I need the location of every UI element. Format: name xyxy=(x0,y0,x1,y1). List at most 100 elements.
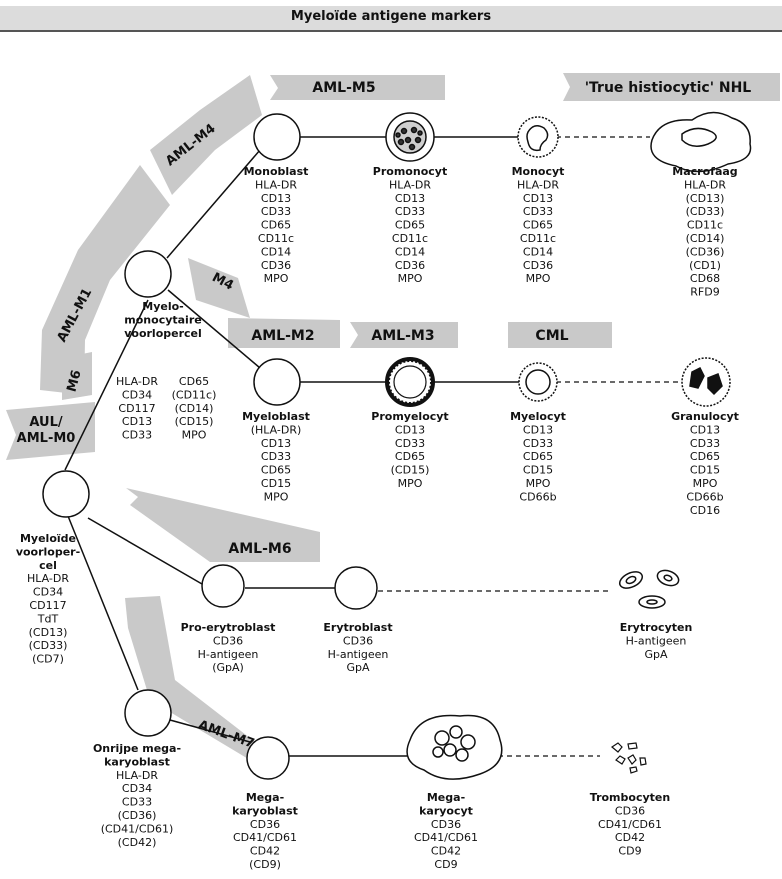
myeloide-name: voorloper- xyxy=(16,545,80,558)
monoblast-marker: MPO xyxy=(264,272,289,285)
myeloblast-marker: MPO xyxy=(264,490,289,503)
myelocyt-marker: MPO xyxy=(526,477,551,490)
myeloblast-marker: CD15 xyxy=(261,477,291,490)
megakaryocyt-cell xyxy=(406,714,503,780)
myeloide-marker: HLA-DR xyxy=(27,572,69,585)
band-aml-m2 xyxy=(228,318,340,348)
myeloblast-name: Myeloblast xyxy=(242,410,310,423)
megakaryocyt-marker: CD9 xyxy=(434,858,457,871)
maturation-dashed-lines xyxy=(378,136,680,757)
erytrocyten-marker: H-antigeen xyxy=(626,634,687,647)
myelomono-name: voorlopercel xyxy=(124,327,202,340)
promyelocyt-marker: CD33 xyxy=(395,437,425,450)
band-label-true-histiocytic: 'True histiocytic' NHL xyxy=(585,80,752,96)
band-aml-m3 xyxy=(350,322,458,348)
monoblast-cell xyxy=(253,113,301,161)
macrofaag-marker: (CD36) xyxy=(686,245,725,258)
monocyt-marker: MPO xyxy=(526,272,551,285)
myelomono-marker: CD117 xyxy=(118,402,155,415)
granulocyt-marker: CD33 xyxy=(690,437,720,450)
myelocyt-marker: CD33 xyxy=(523,437,553,450)
myelocyt-name: Myelocyt xyxy=(510,410,566,423)
onrijpe-marker: CD34 xyxy=(122,782,152,795)
proerytroblast-cell xyxy=(201,564,245,608)
myelocyt-marker: CD65 xyxy=(523,450,553,463)
monoblast-marker: CD65 xyxy=(261,219,291,232)
trombocyten-name: Trombocyten xyxy=(590,791,670,804)
onrijpe-marker: (CD41/CD61) xyxy=(101,822,174,835)
granulocyt-marker: MPO xyxy=(693,477,718,490)
monocyt-marker: HLA-DR xyxy=(517,178,559,191)
megakaryoblast-name: Mega- xyxy=(246,791,284,804)
monoblast-marker: CD36 xyxy=(261,259,291,272)
myeloide-marker: CD34 xyxy=(33,586,63,599)
promonocyt-marker: HLA-DR xyxy=(389,178,431,191)
band-aml-m6 xyxy=(126,488,320,562)
myelomono-marker: MPO xyxy=(182,429,207,442)
band-label-aml-m0: AML-M0 xyxy=(17,431,76,446)
promonocyt-name: Promonocyt xyxy=(373,165,447,178)
myelomono-marker: (CD11c) xyxy=(172,388,217,401)
megakaryoblast-marker: (CD9) xyxy=(249,858,281,871)
megakaryoblast-marker: CD42 xyxy=(250,845,280,858)
band-aml-m7 xyxy=(125,596,268,766)
myelomono-marker: CD65 xyxy=(179,375,209,388)
megakaryoblast-cell xyxy=(246,736,290,780)
title-bar: Myeloïde antigene markers xyxy=(0,6,782,32)
onrijpe-name: karyoblast xyxy=(104,755,170,768)
promonocyt-marker: CD36 xyxy=(395,259,425,272)
promonocyt-marker: CD33 xyxy=(395,205,425,218)
myeloblast-cell xyxy=(253,358,301,406)
erytroblast-marker: CD36 xyxy=(343,634,373,647)
onrijpe-marker: (CD36) xyxy=(118,809,157,822)
band-true-histiocytic xyxy=(563,73,780,101)
macrofaag-marker: CD11c xyxy=(687,219,723,232)
promonocyt-marker: CD11c xyxy=(392,232,428,245)
promonocyt-marker: CD65 xyxy=(395,219,425,232)
monocyt-marker: CD36 xyxy=(523,259,553,272)
megakaryocyt-marker: CD42 xyxy=(431,845,461,858)
myeloide-marker: TdT xyxy=(37,612,59,625)
myeloide-name: Myeloïde xyxy=(20,532,76,545)
monocyt-marker: CD33 xyxy=(523,205,553,218)
diagram-title: Myeloïde antigene markers xyxy=(290,9,492,24)
lineage-lines xyxy=(64,136,520,757)
promyelocyt-marker: MPO xyxy=(398,477,423,490)
myelomono-name: monocytaire xyxy=(124,313,201,326)
onrijpe-name: Onrijpe mega- xyxy=(93,742,181,755)
myeloblast-marker: (HLA-DR) xyxy=(251,423,302,436)
granulocyt-marker: CD66b xyxy=(686,490,723,503)
macrofaag-marker: (CD13) xyxy=(686,192,725,205)
myelocyt-marker: CD66b xyxy=(519,490,556,503)
promyelocyt-marker: (CD15) xyxy=(391,464,430,477)
band-label-cml: CML xyxy=(535,328,568,344)
myeloide-marker: (CD13) xyxy=(29,626,68,639)
myelocyt-cell xyxy=(518,362,558,402)
promyelocyt-cell xyxy=(385,357,435,407)
myelomono-marker: CD34 xyxy=(122,388,152,401)
megakaryoblast-marker: CD41/CD61 xyxy=(233,831,297,844)
myelomono-name: Myelo- xyxy=(142,300,183,313)
myeloid-progenitor-cell xyxy=(42,470,90,518)
onrijpe-marker: (CD42) xyxy=(118,836,157,849)
macrofaag-marker: HLA-DR xyxy=(684,178,726,191)
myeloblast-marker: CD13 xyxy=(261,437,291,450)
myeloide-marker: (CD33) xyxy=(29,639,68,652)
monocyt-marker: CD65 xyxy=(523,219,553,232)
promonocyt-cell xyxy=(385,112,435,162)
granulocyt-cell xyxy=(681,357,731,407)
promonocyt-marker: CD14 xyxy=(395,245,425,258)
promonocyt-marker: CD13 xyxy=(395,192,425,205)
band-aml-m5 xyxy=(270,75,445,100)
erytrocyten-marker: GpA xyxy=(644,648,668,661)
proerytroblast-marker: H-antigeen xyxy=(198,648,259,661)
macrofaag-marker: (CD1) xyxy=(689,259,721,272)
megakaryocyt-marker: CD41/CD61 xyxy=(414,831,478,844)
band-label-aml-m3: AML-M3 xyxy=(371,328,434,344)
band-aml-m4 xyxy=(150,75,262,195)
megakaryocyt-name: karyocyt xyxy=(419,804,473,817)
onrijpe-marker: HLA-DR xyxy=(116,769,158,782)
trombocyten-cells xyxy=(610,742,647,774)
myeloblast-marker: CD65 xyxy=(261,464,291,477)
monoblast-marker: CD33 xyxy=(261,205,291,218)
